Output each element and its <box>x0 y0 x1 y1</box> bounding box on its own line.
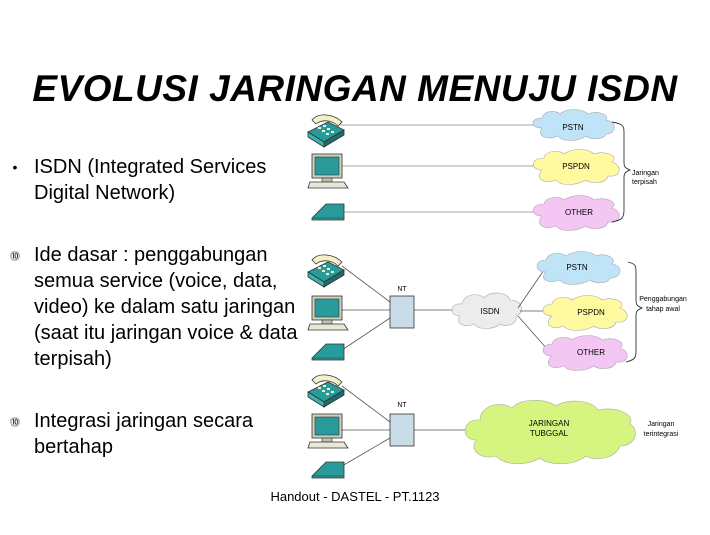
bullet-text: ISDN (Integrated Services Digital Networ… <box>34 156 267 204</box>
fax-icon <box>311 343 345 361</box>
caption-line: tahap awal <box>646 306 680 313</box>
telephone-icon <box>307 114 345 148</box>
cloud-label: JARINGAN <box>529 419 570 428</box>
pspdn-cloud: PSPDN <box>532 149 620 185</box>
cloud-label: OTHER <box>565 208 593 217</box>
caption-line: Jaringan <box>632 170 659 177</box>
cloud-label: PSTN <box>562 123 584 132</box>
cloud-label: PSPDN <box>562 162 590 171</box>
bullet-text: Integrasi jaringan secara bertahap <box>34 410 254 458</box>
section-initial-integration: NT ISDN PSTN PSPDN OTHER Penggabungan ta… <box>307 251 687 371</box>
single-network-cloud: JARINGAN TUBGGAL <box>464 399 636 465</box>
cloud-label: OTHER <box>577 348 605 357</box>
caption-line: terintegrasi <box>644 431 679 438</box>
nt-box <box>389 295 415 329</box>
cloud-label: PSTN <box>566 263 588 272</box>
cloud-label: PSPDN <box>577 308 605 317</box>
bullet-marker: • <box>12 159 18 175</box>
fax-icon <box>311 461 345 479</box>
pstn-cloud: PSTN <box>536 251 621 285</box>
footer: Handout - DASTEL - PT.1123 <box>270 489 440 504</box>
fax-icon <box>311 203 345 221</box>
nt-label: NT <box>397 402 407 409</box>
section-integrated-network: NT JARINGAN TUBGGAL Jaringan terintegras… <box>307 374 679 479</box>
cloud-label: ISDN <box>480 307 499 316</box>
bracket <box>625 261 644 363</box>
bullet-marker: ⓾ <box>10 252 20 263</box>
other-cloud: OTHER <box>532 195 620 231</box>
bullet-marker: ⓾ <box>10 418 20 429</box>
caption-line: Penggabungan <box>639 296 687 303</box>
caption-line: terpisah <box>632 179 657 186</box>
section-separate-networks: PSTN PSPDN OTHER Jaringan terpisah <box>307 109 659 231</box>
nt-label: NT <box>397 286 407 293</box>
computer-icon <box>307 295 349 331</box>
nt-box <box>389 413 415 447</box>
pspdn-cloud: PSPDN <box>542 295 628 331</box>
telephone-icon <box>307 374 345 408</box>
computer-icon <box>307 413 349 449</box>
bullet-text: Ide dasar : penggabungan semua service (… <box>34 244 298 370</box>
isdn-cloud: ISDN <box>451 292 522 329</box>
bracket <box>611 121 632 223</box>
caption-line: Jaringan <box>648 421 675 428</box>
pstn-cloud: PSTN <box>532 109 615 141</box>
computer-icon <box>307 153 349 189</box>
other-cloud: OTHER <box>542 335 628 371</box>
telephone-icon <box>307 254 345 288</box>
page-title: EVOLUSI JARINGAN MENUJU ISDN <box>32 68 678 109</box>
cloud-label: TUBGGAL <box>530 429 569 438</box>
